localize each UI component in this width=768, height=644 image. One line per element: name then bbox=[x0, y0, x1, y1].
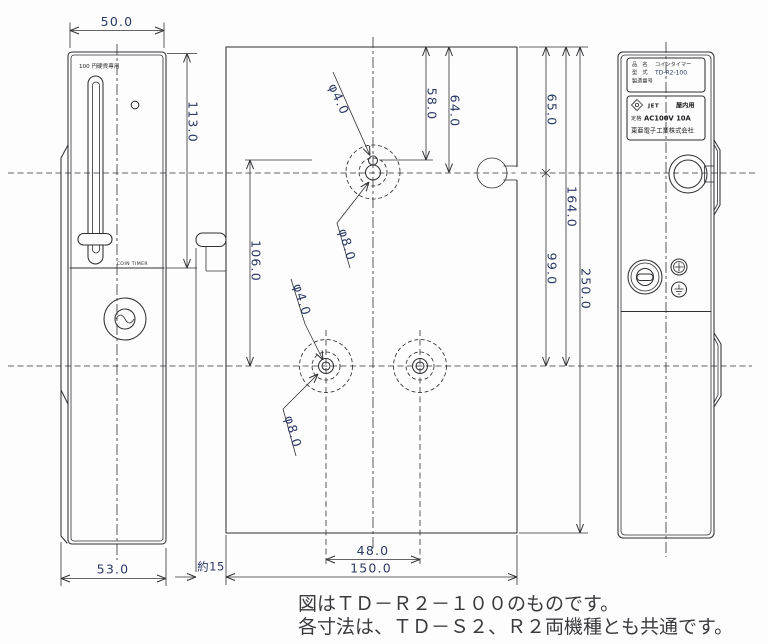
dim-99-label: 99.0 bbox=[545, 253, 560, 286]
back-view-dimensions: 58.0 64.0 65.0 99.0 164.0 250.0 106.0 48… bbox=[175, 46, 594, 585]
nameplate-row2-label: 型 式 bbox=[632, 68, 648, 76]
dim-phi8-lower-label: φ8.0 bbox=[282, 414, 305, 450]
lower-left-hole-large bbox=[317, 357, 335, 375]
front-body-inner-outline bbox=[70, 54, 164, 542]
leader-phi8-upper bbox=[336, 182, 369, 224]
lower-right-clearance-outer bbox=[393, 339, 447, 393]
front-left-flap bbox=[60, 144, 69, 544]
rating-value: AC100V 10A bbox=[644, 115, 692, 123]
rating-usage: 屋内用 bbox=[676, 102, 695, 110]
front-indicator-hole bbox=[130, 100, 140, 110]
dim-65-label: 65.0 bbox=[545, 94, 560, 127]
dim-48-label: 48.0 bbox=[357, 543, 390, 558]
coin-slot-outer bbox=[87, 75, 104, 265]
leader-phi8-lower bbox=[282, 374, 318, 410]
lower-left-clearance-outer bbox=[299, 339, 353, 393]
back-view bbox=[195, 46, 519, 566]
ground-terminal bbox=[670, 281, 688, 298]
screw-head bbox=[673, 261, 685, 273]
jet-mark-icon bbox=[630, 98, 644, 112]
dim-phi4-upper-label: φ4.0 bbox=[326, 81, 353, 117]
lower-left-clearance-inner bbox=[311, 351, 341, 381]
manufacturer-name: 東亜電子工業株式会社 bbox=[631, 126, 695, 135]
lower-right-hole-small bbox=[415, 361, 425, 371]
lower-right-clearance-inner bbox=[405, 351, 435, 381]
coin-slot-inner bbox=[92, 81, 100, 254]
cord-grommet-outer bbox=[668, 154, 708, 194]
dim-phi8-upper-label: φ8.0 bbox=[336, 227, 359, 263]
nameplate-row1-value: コインタイマー bbox=[655, 60, 691, 68]
upper-keyhole-clearance-outer bbox=[345, 144, 401, 200]
side-lock-outer bbox=[627, 259, 663, 295]
leader-shelf bbox=[282, 408, 297, 457]
front-view-dimensions: 50.0 53.0 113.0 bbox=[60, 14, 201, 586]
dim-113-label: 113.0 bbox=[186, 101, 201, 143]
leader-shelf bbox=[336, 222, 351, 269]
jet-mark-icon-center bbox=[635, 103, 640, 108]
cord-grommet-inner bbox=[673, 159, 703, 189]
side-lock-ring bbox=[630, 262, 660, 292]
edge-notch-circle bbox=[476, 157, 508, 189]
rating-cert-mark: JET bbox=[647, 104, 659, 110]
front-view: 100 円硬貨専用 COIN TIMER bbox=[60, 51, 167, 545]
dim-64-label: 64.0 bbox=[448, 95, 463, 128]
dim-15-label: 約15 bbox=[197, 560, 225, 574]
side-bracket-lower-inner bbox=[713, 337, 719, 403]
nameplate-row1-label: 品 名 bbox=[632, 60, 648, 68]
front-lock-outer bbox=[103, 297, 147, 341]
leader-phi4-upper bbox=[332, 71, 370, 156]
side-bracket-upper bbox=[713, 139, 721, 216]
front-lock-cylinder bbox=[114, 308, 136, 330]
dim-phi4-lower-label: φ4.0 bbox=[290, 282, 314, 318]
dim-cross-tick bbox=[541, 168, 551, 178]
side-body-inner-outline bbox=[620, 54, 712, 536]
upper-keyhole-clearance-inner bbox=[358, 157, 388, 187]
centerlines bbox=[8, 37, 756, 560]
mounting-plate-outline bbox=[225, 46, 518, 534]
side-lock-keyslot bbox=[636, 273, 654, 282]
leader-shelf bbox=[290, 278, 306, 325]
dim-58-label: 58.0 bbox=[425, 88, 440, 121]
side-bracket-lower bbox=[713, 332, 722, 408]
nameplate-row3-label: 製造番号 bbox=[632, 77, 653, 85]
nameplate bbox=[626, 57, 706, 93]
screw-outer bbox=[670, 258, 688, 276]
dim-164-label: 164.0 bbox=[565, 186, 580, 228]
lower-left-hole-small bbox=[321, 361, 331, 371]
coin-slot-label: 100 円硬貨専用 bbox=[79, 62, 119, 70]
timer-lever-handle bbox=[77, 232, 113, 246]
front-lock-keyslot bbox=[115, 314, 135, 324]
dim-53-label: 53.0 bbox=[97, 562, 130, 577]
lower-right-hole-large bbox=[411, 357, 429, 375]
side-bracket-upper-inner bbox=[713, 144, 718, 211]
leader-phi4-lower bbox=[304, 323, 323, 360]
dim-250-label: 250.0 bbox=[579, 268, 594, 310]
lever-tab bbox=[195, 232, 227, 248]
side-view: 品 名 コインタイマー 型 式 TD-R2-100 製造番号 JET 屋内用 定… bbox=[617, 51, 722, 539]
note-line2: 各寸法は、ＴＤ－Ｓ２、Ｒ２両機種とも共通です。 bbox=[298, 616, 733, 638]
dim-50-label: 50.0 bbox=[101, 14, 134, 29]
nameplate-row2-value: TD-R2-100 bbox=[654, 70, 687, 77]
note-line1: 図はＴＤ－Ｒ２－１００のものです。 bbox=[298, 593, 619, 615]
side-body-outline bbox=[617, 51, 715, 539]
coin-timer-label: COIN TIMER bbox=[117, 261, 149, 267]
front-left-flap-notch bbox=[60, 389, 69, 405]
rating-plate bbox=[626, 95, 706, 141]
dim-106-label: 106.0 bbox=[249, 240, 264, 282]
notes: 図はＴＤ－Ｒ２－１００のものです。 各寸法は、ＴＤ－Ｓ２、Ｒ２両機種とも共通です… bbox=[298, 593, 733, 638]
upper-keyhole-large bbox=[364, 164, 382, 181]
dim-150-label: 150.0 bbox=[350, 561, 392, 576]
rating-label: 定格 bbox=[631, 114, 642, 122]
cord-grommet-tab bbox=[704, 165, 715, 183]
front-body-outline bbox=[67, 51, 167, 545]
side-lock-cylinder bbox=[635, 267, 655, 287]
